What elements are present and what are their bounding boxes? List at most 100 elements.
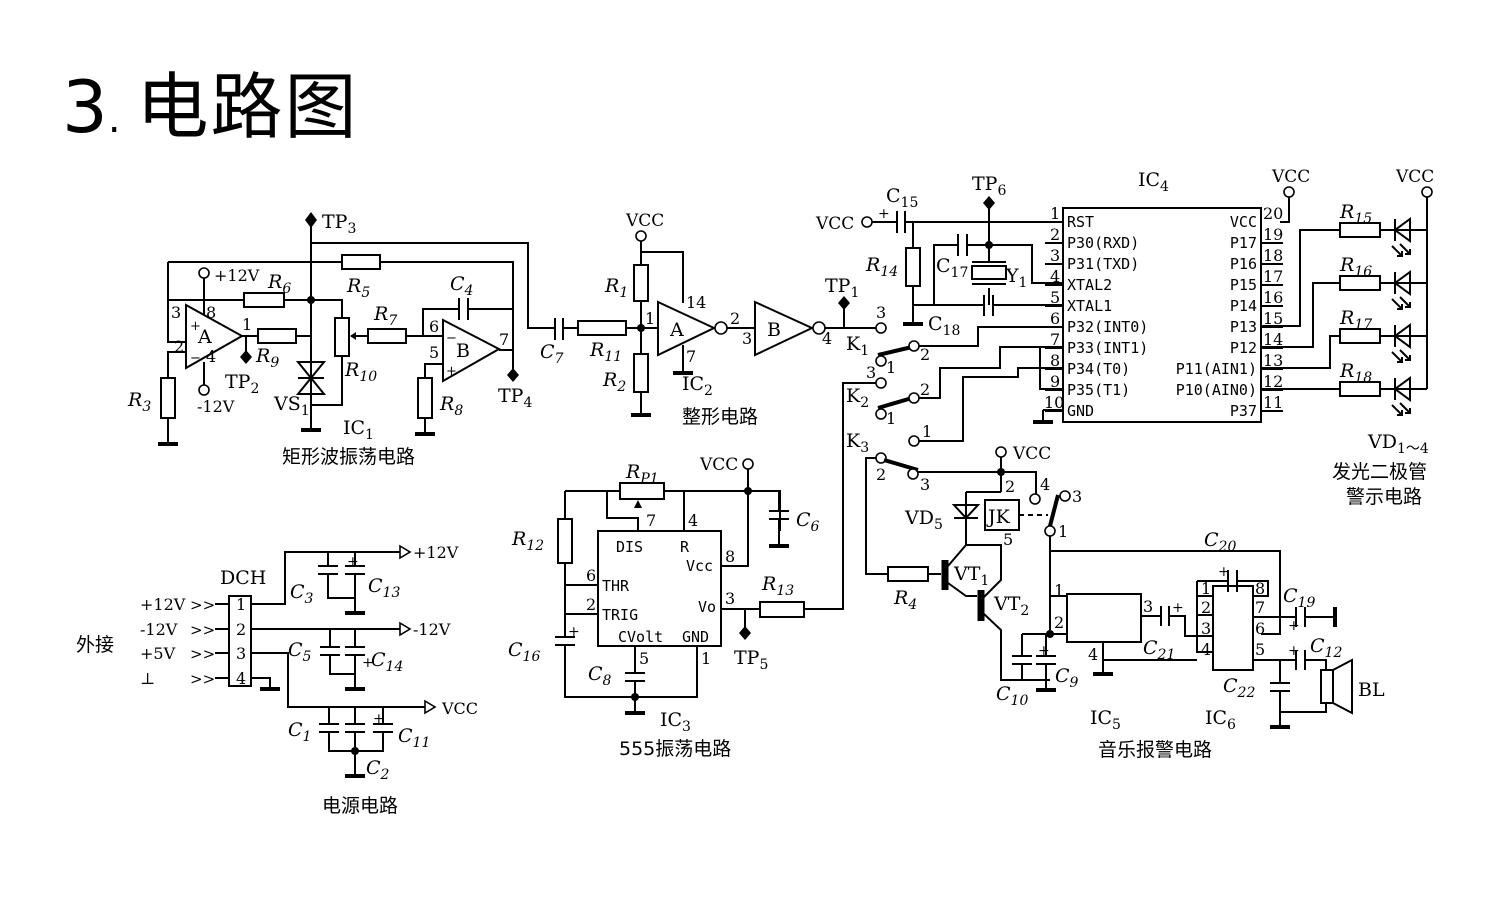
ic6-chip	[1212, 585, 1254, 671]
svg-text:+: +	[362, 655, 374, 671]
mcu-pin-vcc: VCC	[1230, 213, 1257, 231]
ic5-label: IC5	[1090, 707, 1121, 733]
r8-label: R8	[439, 393, 463, 419]
r6-label: R6	[267, 271, 291, 297]
tp3-marker	[305, 212, 317, 228]
opamp-b	[442, 318, 502, 383]
c12-label: C12	[1310, 635, 1342, 661]
svg-text:3: 3	[725, 589, 735, 608]
svg-text:TRIG: TRIG	[602, 606, 638, 624]
speaker-bl	[1320, 669, 1334, 704]
svg-text:+: +	[347, 554, 359, 570]
svg-text:1: 1	[645, 309, 655, 328]
mcu-pin-p31txd: P31(TXD)	[1067, 255, 1139, 273]
svg-text:7: 7	[1255, 598, 1265, 617]
svg-text:1: 1	[701, 649, 711, 668]
svg-text:3: 3	[920, 475, 930, 494]
svg-text:1: 1	[886, 358, 896, 377]
ic1-label: IC1	[343, 417, 374, 443]
svg-text:7: 7	[686, 347, 696, 366]
c22-label: C22	[1223, 675, 1255, 701]
mcu-pin-number: 4	[1050, 267, 1060, 286]
gate-a-label: A	[669, 319, 684, 341]
title-number: 3	[62, 65, 110, 149]
svg-text:1: 1	[886, 409, 896, 428]
connector-arrow: >>	[190, 596, 215, 614]
c17-label: C17	[936, 255, 968, 281]
svg-text:3: 3	[742, 329, 752, 348]
mcu-pin-p15: P15	[1230, 276, 1257, 294]
svg-text:4: 4	[688, 511, 698, 530]
mcu-pin-p30rxd: P30(RXD)	[1067, 234, 1139, 252]
gate-b-label: B	[767, 319, 781, 341]
mcu-pin-number: 10	[1044, 393, 1064, 412]
r6	[243, 292, 285, 308]
crystal-y1	[971, 265, 1007, 280]
c11-label: C11	[398, 725, 430, 751]
svg-text:+: +	[446, 364, 457, 379]
mcu-pin-number: 7	[1050, 330, 1060, 349]
mcu-pin-number: 18	[1263, 246, 1283, 265]
mcu-pin-p34t0: P34(T0)	[1067, 360, 1130, 378]
r1	[633, 264, 649, 302]
svg-text:2: 2	[876, 465, 886, 484]
c3-label: C3	[290, 581, 314, 607]
svg-text:3: 3	[171, 303, 181, 322]
r11-label: R11	[589, 339, 622, 365]
svg-text:THR: THR	[602, 577, 630, 595]
vt1-label: VT1	[953, 563, 989, 589]
external-label: 外接	[76, 634, 114, 656]
vcc-label-mcu: VCC	[1271, 167, 1310, 187]
led-caption-1: 发光二极管	[1332, 461, 1427, 483]
mcu-pin-number: 11	[1263, 393, 1283, 412]
svg-text:2: 2	[1201, 598, 1211, 617]
k2-label: K2	[846, 385, 869, 411]
mcu-pin-number: 16	[1263, 288, 1283, 307]
svg-text:3: 3	[1143, 597, 1153, 616]
tp4-label: TP4	[498, 385, 532, 411]
rect-osc-caption: 矩形波振荡电路	[282, 446, 415, 468]
vd5-label: VD5	[904, 507, 943, 533]
svg-text:6: 6	[586, 566, 596, 585]
title-text: 电路图	[136, 65, 359, 149]
k3-label: K3	[846, 430, 869, 456]
r2	[633, 353, 649, 393]
mcu-pin-number: 2	[1050, 225, 1060, 244]
svg-text:4: 4	[1088, 645, 1098, 664]
r14	[905, 247, 921, 287]
svg-text:+: +	[1218, 564, 1230, 580]
svg-text:8: 8	[725, 547, 735, 566]
mcu-pin-number: 8	[1050, 351, 1060, 370]
power-caption: 电源电路	[322, 795, 398, 817]
svg-text:+: +	[373, 711, 385, 727]
svg-text:5: 5	[1003, 530, 1013, 549]
mcu-pin-number: 13	[1263, 351, 1283, 370]
c2-label: C2	[366, 757, 390, 783]
r16-label: R16	[1339, 254, 1372, 280]
mcu-pin-gnd: GND	[1067, 402, 1094, 420]
svg-text:3: 3	[1201, 619, 1211, 638]
c15-label: C15	[886, 185, 918, 211]
mcu-pin-number: 14	[1263, 330, 1283, 349]
c20-label: C20	[1204, 529, 1236, 555]
mcu-pin-number: 6	[1050, 309, 1060, 328]
svg-text:1: 1	[922, 422, 932, 441]
svg-text:2: 2	[1005, 477, 1015, 496]
c16-label: C16	[508, 639, 540, 665]
gate-b	[754, 300, 815, 357]
speaker-label: BL	[1358, 679, 1385, 701]
c5-label: C5	[288, 639, 312, 665]
rp1-label: RP1	[625, 461, 659, 487]
r9	[257, 328, 297, 344]
r12-label: R12	[511, 528, 544, 554]
dch-connector	[228, 595, 252, 687]
c9-label: C9	[1055, 665, 1079, 691]
svg-text:+: +	[1172, 600, 1184, 616]
tp6-label: TP6	[972, 173, 1006, 199]
connector-arrow: >>	[190, 670, 215, 688]
svg-text:1: 1	[1058, 522, 1068, 541]
